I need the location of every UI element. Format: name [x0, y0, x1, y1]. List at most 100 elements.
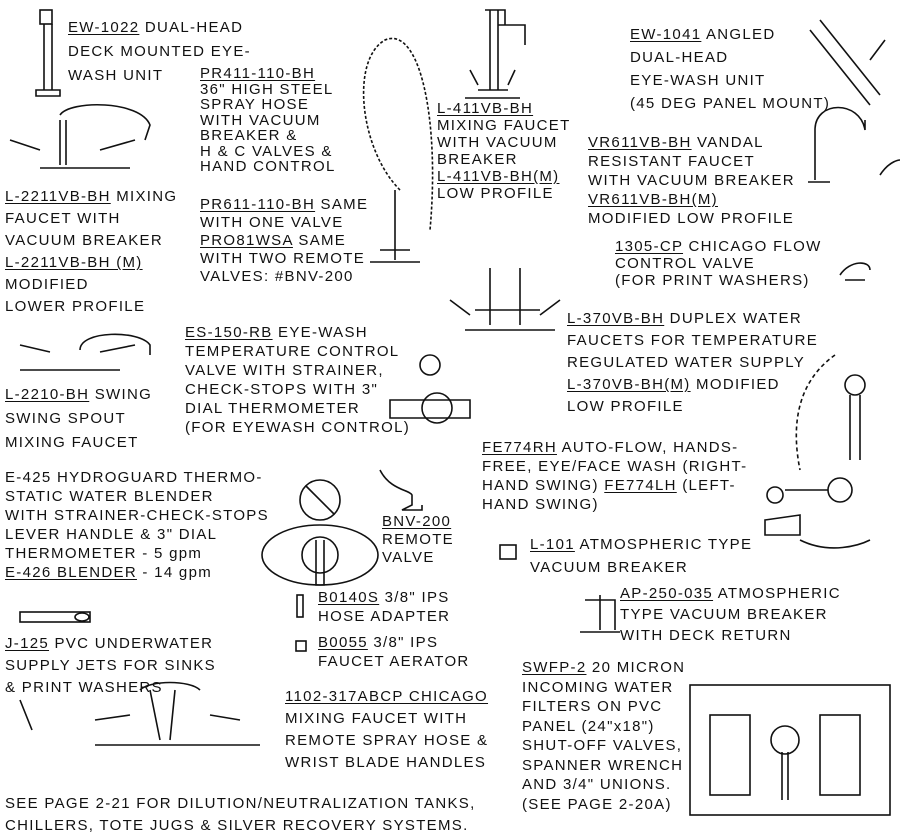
text-line: 1305-CP CHICAGO FLOW	[615, 238, 822, 255]
description-text: VALVE	[382, 549, 435, 566]
eyewash-angled-icon	[809, 19, 886, 106]
description-text: WITH STRAINER-CHECK-STOPS	[5, 507, 269, 524]
text-line: STATIC WATER BLENDER	[5, 487, 269, 506]
text-line: TEMPERATURE CONTROL	[185, 342, 410, 361]
text-line: CONTROL VALVE	[615, 255, 822, 272]
description-text: 3/8" IPS	[367, 634, 439, 651]
text-line: & PRINT WASHERS	[5, 677, 216, 699]
item-fe774rh: FE774RH AUTO-FLOW, HANDS-FREE, EYE/FACE …	[482, 438, 747, 514]
description-text: ANGLED	[701, 26, 776, 43]
text-line: EW-1041 ANGLED	[630, 23, 830, 46]
item-l-101: L-101 ATMOSPHERIC TYPE VACUUM BREAKER	[530, 533, 752, 579]
model-number: AP-250-035	[620, 585, 714, 602]
text-line: LOWER PROFILE	[5, 296, 177, 318]
description-text: BREAKER &	[200, 127, 298, 144]
text-line: BREAKER	[437, 151, 571, 168]
model-number: L-2210-BH	[5, 386, 90, 403]
description-text: HAND SWING)	[482, 496, 599, 513]
mixing-faucet-l2211-icon	[9, 103, 151, 169]
description-text: WASH UNIT	[68, 67, 164, 84]
model-number: E-426 BLENDER	[5, 564, 137, 581]
description-text: DUAL-HEAD	[630, 49, 729, 66]
text-line: LOW PROFILE	[567, 396, 818, 418]
text-line: WITH DECK RETURN	[620, 625, 841, 646]
text-line: L-101 ATMOSPHERIC TYPE	[530, 533, 752, 556]
description-text: RESISTANT FAUCET	[588, 153, 755, 170]
text-line: SPRAY HOSE	[200, 97, 336, 113]
text-line: WITH VACUUM BREAKER	[588, 171, 795, 190]
description-text: TEMPERATURE CONTROL	[185, 343, 400, 360]
description-text: SEE PAGE 2-21 FOR DILUTION/NEUTRALIZATIO…	[5, 795, 476, 812]
text-line: MIXING FAUCET	[437, 117, 571, 134]
description-text: MIXING FAUCET	[5, 434, 139, 451]
description-text: THERMOMETER - 5 gpm	[5, 545, 203, 562]
description-text: LOW PROFILE	[437, 185, 554, 202]
description-text: SAME	[292, 232, 347, 249]
description-text: MIXING FAUCET	[437, 117, 571, 134]
text-line: HOSE ADAPTER	[318, 607, 450, 626]
text-line: FAUCET AERATOR	[318, 652, 470, 671]
description-text: MODIFIED LOW PROFILE	[588, 210, 795, 227]
description-text: REMOTE SPRAY HOSE &	[285, 732, 489, 749]
text-line: VALVE	[382, 549, 454, 567]
description-text: MIXING	[110, 188, 178, 205]
model-number: B0055	[318, 634, 368, 651]
filter-panel-icon	[689, 684, 891, 816]
text-line: VACUUM BREAKER	[5, 230, 177, 252]
text-line: E-425 HYDROGUARD THERMO-	[5, 468, 269, 487]
description-text: AND 3/4" UNIONS.	[522, 776, 672, 793]
description-text: DECK MOUNTED EYE-	[68, 43, 251, 60]
text-line: REGULATED WATER SUPPLY	[567, 352, 818, 374]
autoflow-eyewash-icon	[766, 354, 866, 504]
description-text: VACUUM BREAKER	[5, 232, 163, 249]
model-number: EW-1041	[630, 26, 702, 43]
description-text: DUAL-HEAD	[139, 19, 244, 36]
text-line: DUAL-HEAD	[630, 46, 830, 69]
text-line: MIXING FAUCET	[5, 431, 152, 455]
text-line: SWFP-2 20 MICRON	[522, 658, 685, 678]
deck-breaker-icon	[580, 595, 620, 633]
description-text: REMOTE	[382, 531, 454, 548]
model-number: L-2211VB-BH (M)	[5, 254, 143, 271]
description-text: WRIST BLADE HANDLES	[285, 754, 487, 771]
vandal-faucet-icon	[808, 106, 900, 183]
description-text: STATIC WATER BLENDER	[5, 488, 214, 505]
text-line: WITH STRAINER-CHECK-STOPS	[5, 506, 269, 525]
description-text: CHECK-STOPS WITH 3"	[185, 381, 379, 398]
description-text: SWING SPOUT	[5, 410, 126, 427]
description-text: E-425 HYDROGUARD THERMO-	[5, 469, 263, 486]
description-text: DUPLEX WATER	[664, 310, 802, 327]
text-line: ES-150-RB EYE-WASH	[185, 323, 410, 342]
description-text: PVC UNDERWATER	[49, 635, 214, 652]
model-number: B0140S	[318, 589, 380, 606]
text-line: FE774RH AUTO-FLOW, HANDS-	[482, 438, 747, 457]
description-text: BREAKER	[437, 151, 518, 168]
text-line: L-370VB-BH DUPLEX WATER	[567, 308, 818, 330]
description-text: & PRINT WASHERS	[5, 679, 163, 696]
description-text: TYPE VACUUM BREAKER	[620, 606, 828, 623]
text-line: FAUCETS FOR TEMPERATURE	[567, 330, 818, 352]
text-line: FAUCET WITH	[5, 208, 177, 230]
description-text: VALVE WITH STRAINER,	[185, 362, 384, 379]
text-line: L-411VB-BH	[437, 100, 571, 117]
description-text: LOWER PROFILE	[5, 298, 146, 315]
text-line: HAND SWING)	[482, 495, 747, 514]
text-line: MODIFIED	[5, 274, 177, 296]
text-line: WRIST BLADE HANDLES	[285, 752, 488, 774]
description-text: (SEE PAGE 2-20A)	[522, 795, 672, 813]
text-line: (SEE PAGE 2-20A)	[522, 795, 685, 815]
text-line: SPANNER WRENCH	[522, 756, 685, 776]
description-text: FILTERS ON PVC	[522, 698, 663, 715]
text-line: FILTERS ON PVC	[522, 697, 685, 717]
model-number: PR411-110-BH	[200, 65, 316, 82]
description-text: VACUUM BREAKER	[530, 559, 688, 576]
text-line: REMOTE SPRAY HOSE &	[285, 730, 488, 752]
